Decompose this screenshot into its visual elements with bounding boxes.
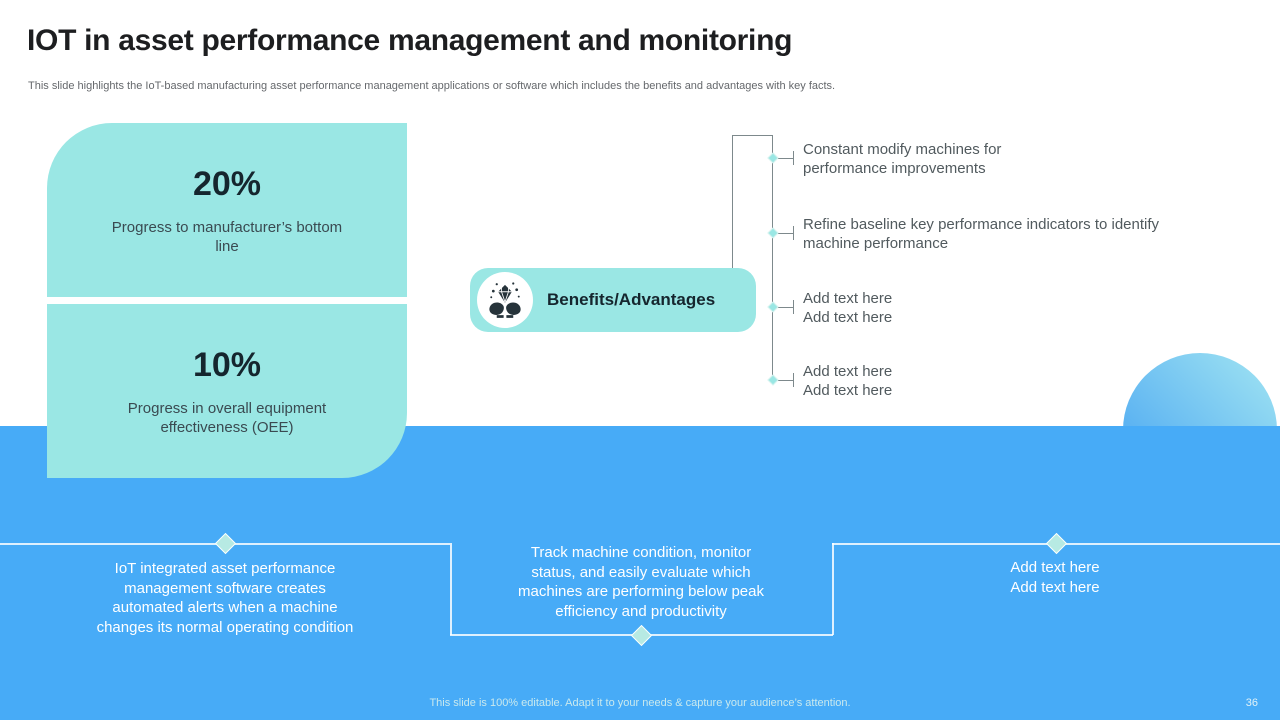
- branch-node-diamond: [767, 374, 779, 386]
- band-text-line: Track machine condition, monitor: [530, 544, 752, 561]
- footer-note: This slide is 100% editable. Adapt it to…: [429, 697, 851, 709]
- band-text-line: IoT integrated asset performance: [114, 560, 336, 577]
- band-text-block: IoT integrated asset performance managem…: [55, 559, 395, 637]
- pill-label: Benefits/Advantages: [547, 290, 716, 309]
- branch-node-diamond: [767, 227, 779, 239]
- branch-node-diamond: [767, 301, 779, 313]
- band-text-line: automated alerts when a machine: [112, 599, 338, 616]
- benefit-item-line: Add text here: [803, 363, 893, 380]
- band-border-segment: [450, 543, 452, 635]
- stat-card-bottom-line: 20% Progress to manufacturer’s bottom li…: [47, 123, 407, 297]
- band-text-line: efficiency and productivity: [555, 602, 727, 620]
- band-text-line: changes its normal operating condition: [96, 618, 354, 636]
- benefits-advantages-pill: Benefits/Advantages: [470, 268, 756, 332]
- band-text-block: Add text here Add text here: [885, 558, 1225, 597]
- stat-label: Progress in overall equipment effectiven…: [127, 399, 327, 436]
- band-text-line: status, and easily evaluate which: [531, 563, 751, 581]
- band-text-block: Track machine condition, monitor status,…: [471, 543, 811, 621]
- benefit-item-line: Add text here: [803, 382, 893, 399]
- benefit-item-line: Add text here: [803, 290, 893, 307]
- branch-endcap: [793, 226, 794, 240]
- branch-endcap: [793, 373, 794, 387]
- benefit-item-line: Refine baseline key performance indicato…: [803, 216, 1160, 233]
- diamond-hands-icon: [489, 282, 521, 318]
- connector-line-top: [732, 135, 773, 136]
- connector-line-pill-up: [732, 135, 733, 268]
- stat-label: Progress to manufacturer’s bottom line: [111, 218, 343, 255]
- benefit-item-line: Constant modify machines for: [803, 141, 1002, 158]
- branch-line: [773, 158, 793, 159]
- benefit-item: Refine baseline key performance indicato…: [803, 215, 1159, 253]
- band-text-line: Add text here: [1010, 578, 1100, 596]
- stat-value: 20%: [192, 164, 262, 203]
- benefit-item-line: performance improvements: [803, 160, 986, 177]
- band-text-line: Add text here: [1010, 559, 1100, 576]
- connector-spine: [772, 135, 773, 381]
- branch-endcap: [793, 151, 794, 165]
- benefit-item-line: Add text here: [803, 309, 893, 326]
- stat-value: 10%: [192, 345, 262, 384]
- page-number: 36: [1245, 697, 1258, 709]
- page-title: IOT in asset performance management and …: [27, 24, 793, 57]
- branch-endcap: [793, 300, 794, 314]
- branch-line: [773, 307, 793, 308]
- benefit-item: Constant modify machines for performance…: [803, 140, 1001, 178]
- stat-card-oee: 10% Progress in overall equipment effect…: [47, 304, 407, 478]
- benefit-item-line: machine performance: [803, 235, 949, 252]
- pill-icon-circle: [477, 272, 533, 328]
- branch-line: [773, 233, 793, 234]
- benefit-item: Add text here Add text here: [803, 362, 892, 400]
- benefit-item: Add text here Add text here: [803, 289, 892, 327]
- band-border-segment: [832, 543, 834, 635]
- branch-line: [773, 380, 793, 381]
- band-text-line: management software creates: [124, 579, 326, 597]
- page-subtitle: This slide highlights the IoT-based manu…: [28, 80, 836, 92]
- band-text-line: machines are performing below peak: [518, 583, 764, 600]
- branch-node-diamond: [767, 152, 779, 164]
